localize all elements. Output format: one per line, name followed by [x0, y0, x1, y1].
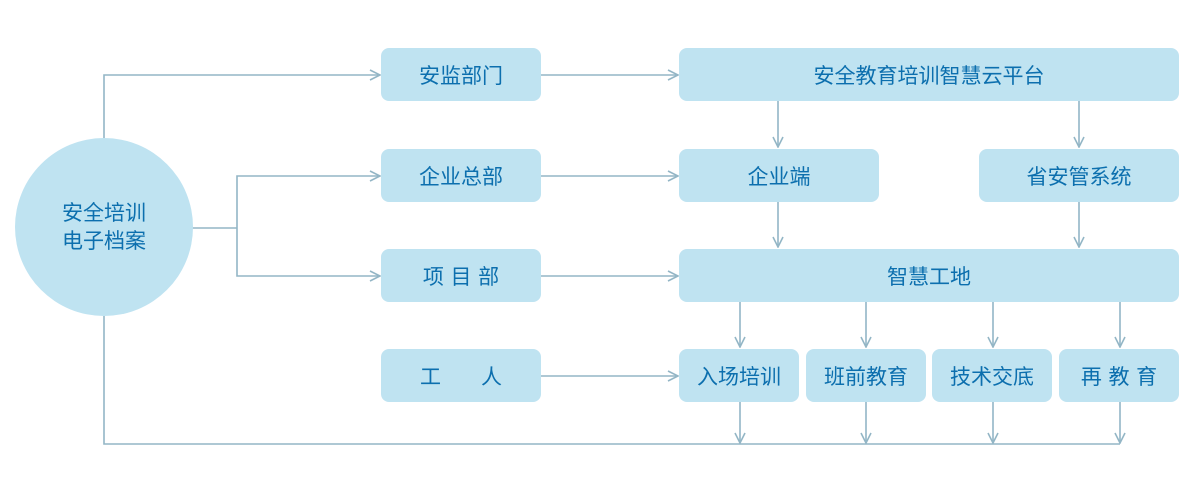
re-education-node: 再 教 育: [1059, 349, 1179, 402]
entry-training-node: 入场培训: [679, 349, 799, 402]
archive-label-line2: 电子档案: [62, 229, 146, 253]
smart-site-node: 智慧工地: [679, 249, 1179, 302]
connector-archive-to-enterprise-hq: [236, 176, 380, 228]
enterprise-end-node: 企业端: [679, 149, 879, 202]
connector-archive-to-safety-dept: [103, 75, 380, 138]
connector-archive-bottom-loop: [103, 316, 1120, 445]
connector-archive-to-project-dept: [236, 228, 380, 276]
enterprise-hq-node: 企业总部: [381, 149, 541, 202]
archive-label-line1: 安全培训: [62, 201, 146, 225]
safety-dept-node: 安监部门: [381, 48, 541, 101]
provincial-system-node: 省安管系统: [979, 149, 1179, 202]
technical-briefing-node: 技术交底: [932, 349, 1052, 402]
pre-shift-education-node: 班前教育: [806, 349, 926, 402]
cloud-platform-node: 安全教育培训智慧云平台: [679, 48, 1179, 101]
project-dept-node: 项 目 部: [381, 249, 541, 302]
archive-circle: 安全培训 电子档案: [15, 138, 193, 316]
worker-node: 工 人: [381, 349, 541, 402]
